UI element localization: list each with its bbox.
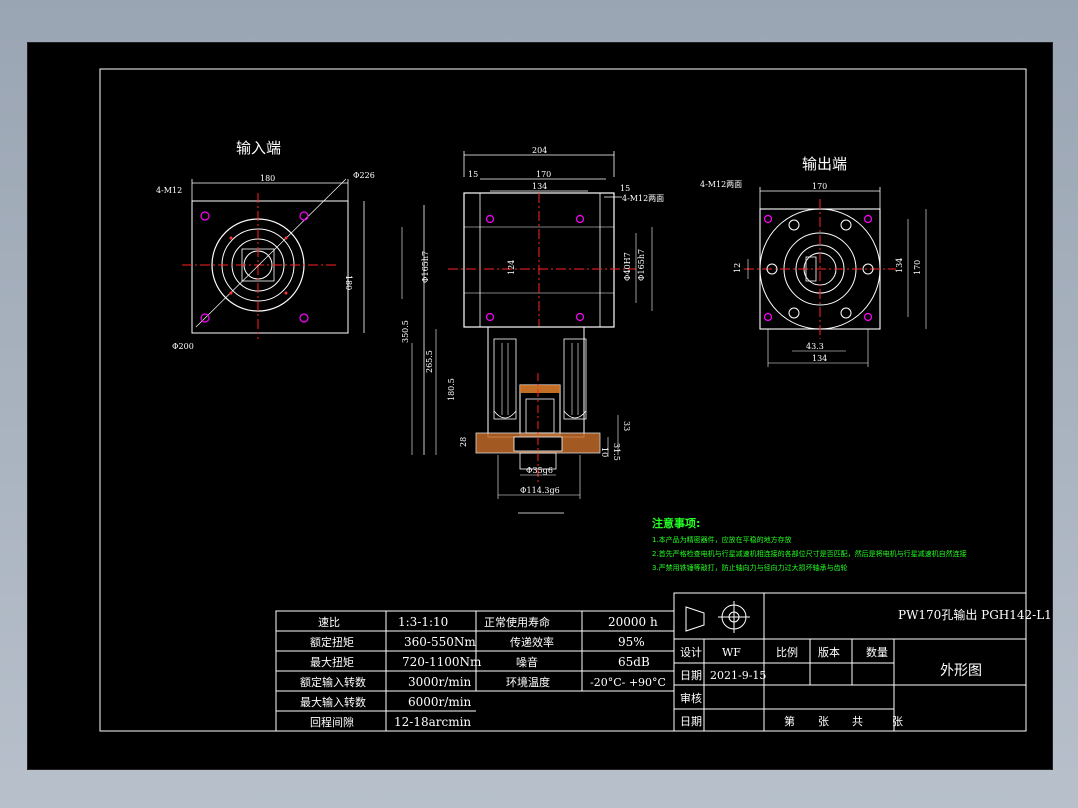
spec-label: 额定输入转数 [300,675,366,689]
dim-front-h6: 31.5 [612,443,621,461]
qty-label: 数量 [866,646,888,659]
spec-label: 速比 [318,616,340,629]
spec-rows: 速比 1:3-1:10 正常使用寿命 20000 h 额定扭矩 360-550N… [300,615,666,729]
spec-value: 720-1100Nm [402,655,482,669]
title-block-text: PW170孔输出 PGH142-L1 设计 WF 日期 2021-9-15 比例… [680,607,1052,728]
dim-front-shaft-dia: Φ35g6 [526,466,553,475]
input-bore-label: Φ200 [172,342,194,351]
dim-front-dia-right1: Φ40H7 [623,252,632,281]
dim-front-h2: 265.5 [425,350,434,373]
date-label: 日期 [680,669,702,682]
input-end-view: 输入端 180 180 4-M12 Φ226 Φ200 [156,139,375,351]
spec-table [275,610,675,732]
spec-label: 额定扭矩 [310,635,354,649]
dim-output-hole-v: 134 [895,258,904,273]
sheet-text: 第 [784,714,795,728]
dim-front-height-124: 124 [507,260,516,275]
design-label: 设计 [680,646,702,659]
spec-label: 最大输入转数 [300,695,366,709]
input-holes-label: 4-M12 [156,186,182,195]
dim-output-key: 12 [733,263,742,273]
dim-output-key-depth: 43.3 [806,342,824,351]
dim-front-h5: 33 [622,421,631,431]
spec-value: 3000r/min [408,675,472,689]
dim-front-h7: 10 [600,447,609,457]
front-holes-note: 4-M12两面 [622,194,664,203]
output-holes-label: 4-M12两面 [700,180,742,189]
note-item: 2.首先严格检查电机与行星减速机相连接的各部位尺寸是否匹配，然后是将电机与行星减… [652,549,967,558]
sheet-text: 张 [892,715,903,728]
date: 2021-9-15 [710,669,766,682]
projection-symbol-icon [685,601,750,633]
spec-value: -20°C- +90°C [590,676,666,689]
spec-value: 65dB [618,655,650,669]
sheet-text: 张 [818,715,829,728]
dim-input-height: 180 [344,275,353,290]
drawing-name: 外形图 [940,663,982,679]
dim-front-dia-right2: Φ165h7 [637,249,646,281]
drawing-sheet: 输入端 180 180 4-M12 Φ226 Φ200 [27,42,1053,770]
dim-front-hole-span: 134 [532,182,547,191]
inner-frame [99,68,1027,732]
input-flange [191,200,349,334]
spec-value: 360-550Nm [404,635,476,649]
dim-front-left-offset: 15 [468,170,478,179]
spec-value: 6000r/min [408,695,472,709]
input-pcd-label: Φ226 [353,171,375,180]
notes-title: 注意事项: [652,516,700,530]
title-block [673,592,1027,732]
dim-front-total-h: 350.5 [401,320,410,343]
cad-drawing: 输入端 180 180 4-M12 Φ226 Φ200 [99,68,1052,732]
dim-front-right-offset: 15 [620,184,630,193]
output-end-view: 输出端 4-M12两面 170 12 134 170 43.3 [700,155,927,367]
spec-label: 传递效率 [510,635,554,649]
product-name: PW170孔输出 PGH142-L1 [898,607,1052,622]
spec-label: 噪音 [516,655,538,669]
spec-label: 最大扭矩 [310,655,354,669]
review-label: 审核 [680,691,702,705]
input-view-title: 输入端 [236,139,281,157]
note-item: 1.本产品为精密器件，应放在平稳的地方存放 [652,535,792,544]
version-label: 版本 [818,645,840,659]
spec-label: 环境温度 [506,675,550,689]
dim-output-hole-h: 134 [812,354,827,363]
adapter [487,326,585,438]
spec-value: 95% [618,635,645,649]
spec-label: 回程间隙 [310,715,354,729]
date-label-2: 日期 [680,715,702,728]
spec-value: 1:3-1:10 [398,615,448,629]
dim-front-inner: 170 [536,170,551,179]
dim-front-h3: 180.5 [447,378,456,401]
notes-block: 注意事项: 1.本产品为精密器件，应放在平稳的地方存放 2.首先严格检查电机与行… [652,516,967,572]
front-section-view: 204 170 134 15 15 4-M12两面 Φ165h7 350.5 2… [401,146,664,514]
note-item: 3.严禁用铁锤等敲打，防止轴向力与径向力过大损坏轴承与齿轮 [652,563,848,572]
dim-front-h4: 28 [459,437,468,447]
dim-output-height: 170 [913,260,922,275]
spec-label: 正常使用寿命 [484,615,550,629]
designer: WF [722,646,741,659]
dim-front-dia-left: Φ165h7 [421,251,430,283]
dim-output-width: 170 [812,182,827,191]
scale-label: 比例 [776,645,798,659]
dim-front-overall: 204 [532,146,547,155]
dim-front-base-dia: Φ114.3g6 [520,486,560,495]
spec-value: 20000 h [608,615,658,629]
dim-input-width: 180 [260,174,275,183]
output-view-title: 输出端 [802,155,847,173]
spec-value: 12-18arcmin [394,715,471,729]
sheet-text: 共 [852,715,863,728]
